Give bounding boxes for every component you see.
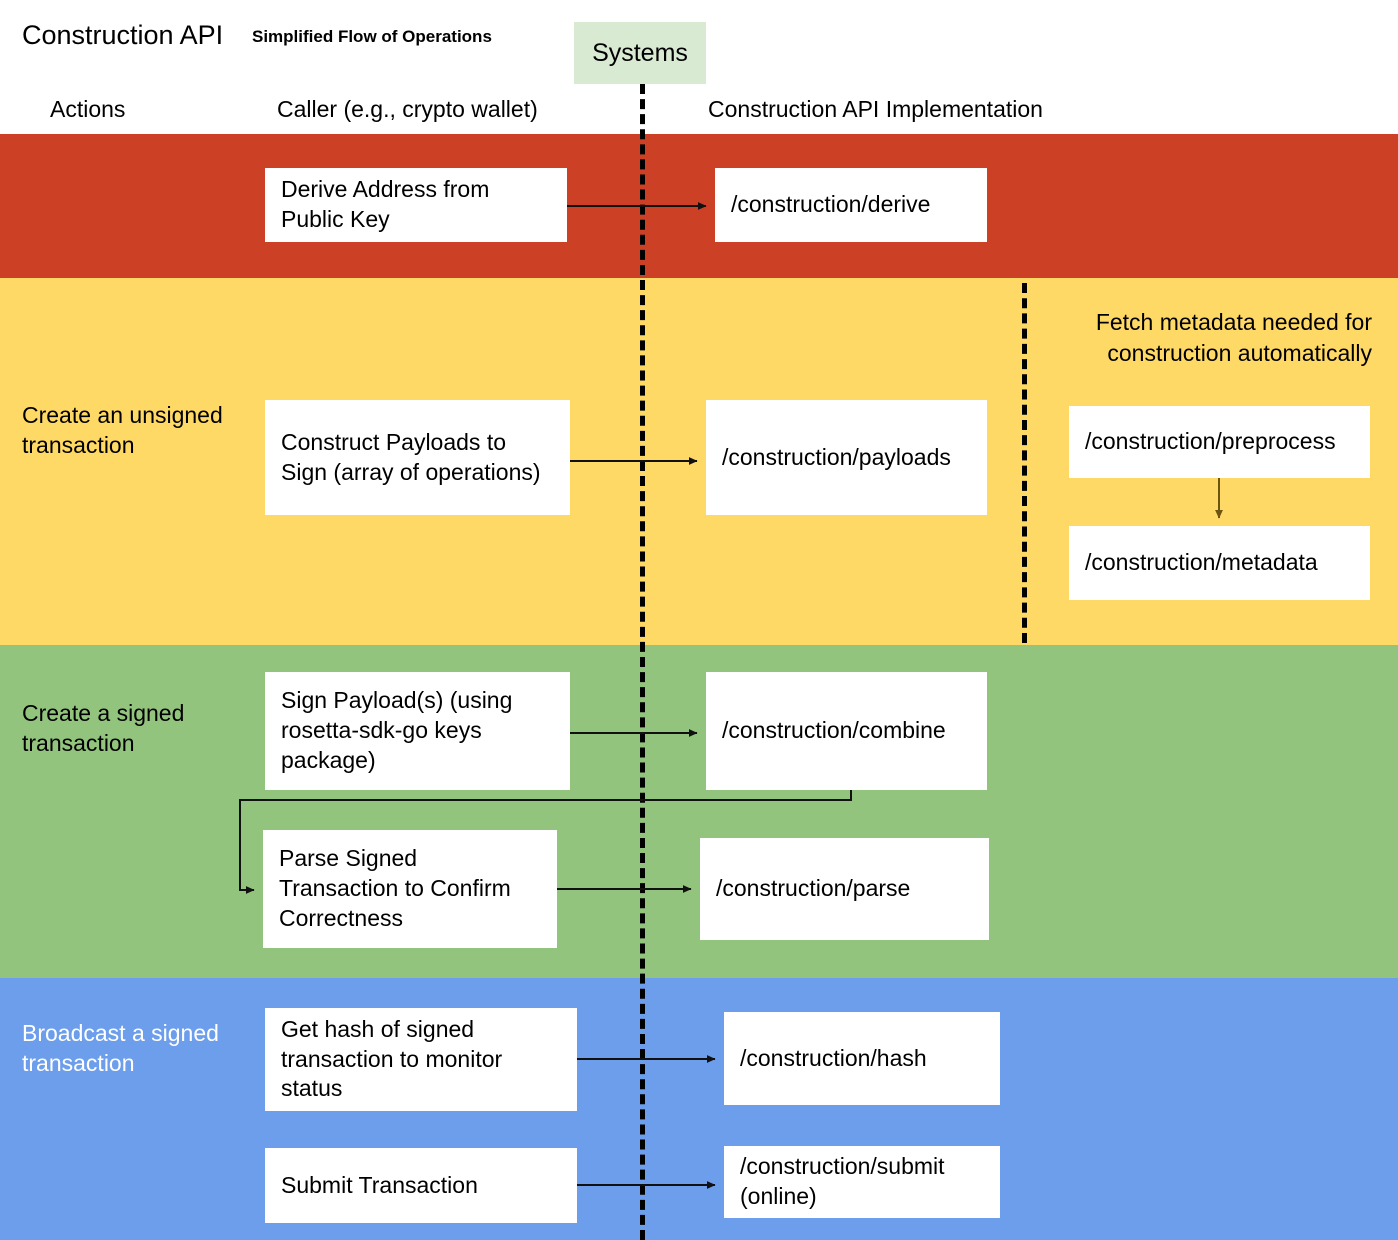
step-box-derive-address-label: Derive Address from Public Key — [281, 176, 490, 232]
column-header-implementation: Construction API Implementation — [708, 96, 1043, 122]
endpoint-box-construction-metadata[interactable]: /construction/metadata — [1069, 526, 1370, 600]
metadata-group-divider — [1022, 283, 1027, 643]
systems-badge-label: Systems — [592, 38, 688, 67]
endpoint-box-construction-submit[interactable]: /construction/submit (online) — [724, 1146, 1000, 1218]
action-label-broadcast: Broadcast a signed transaction — [22, 1020, 219, 1077]
step-box-submit-transaction-label: Submit Transaction — [281, 1171, 478, 1198]
step-box-get-hash[interactable]: Get hash of signed transaction to monito… — [265, 1008, 577, 1111]
endpoint-box-construction-hash-label: /construction/hash — [740, 1044, 927, 1071]
endpoint-box-construction-combine[interactable]: /construction/combine — [706, 672, 987, 790]
endpoint-box-construction-payloads[interactable]: /construction/payloads — [706, 400, 987, 515]
endpoint-box-construction-hash[interactable]: /construction/hash — [724, 1012, 1000, 1105]
endpoint-box-construction-metadata-label: /construction/metadata — [1085, 549, 1318, 576]
step-box-get-hash-label: Get hash of signed transaction to monito… — [281, 1015, 503, 1102]
step-box-sign-payloads-label: Sign Payload(s) (using rosetta-sdk-go ke… — [281, 687, 513, 773]
endpoint-box-construction-preprocess[interactable]: /construction/preprocess — [1069, 406, 1370, 478]
endpoint-box-construction-submit-label: /construction/submit (online) — [740, 1153, 945, 1209]
caller-system-divider — [640, 84, 645, 1240]
band-derive — [0, 134, 1398, 278]
endpoint-box-construction-derive-label: /construction/derive — [731, 191, 931, 218]
fetch-metadata-note: Fetch metadata needed for construction a… — [1095, 309, 1372, 366]
endpoint-box-construction-preprocess-label: /construction/preprocess — [1085, 428, 1336, 455]
endpoint-box-construction-derive[interactable]: /construction/derive — [715, 168, 987, 242]
endpoint-box-construction-parse-label: /construction/parse — [716, 875, 911, 902]
step-box-construct-payloads[interactable]: Construct Payloads to Sign (array of ope… — [265, 400, 570, 515]
column-header-caller: Caller (e.g., crypto wallet) — [277, 96, 538, 122]
step-box-construct-payloads-label: Construct Payloads to Sign (array of ope… — [281, 428, 541, 485]
endpoint-box-construction-combine-label: /construction/combine — [722, 717, 946, 744]
systems-badge: Systems — [574, 22, 706, 84]
step-box-parse-signed-transaction[interactable]: Parse Signed Transaction to Confirm Corr… — [263, 830, 557, 948]
step-box-derive-address[interactable]: Derive Address from Public Key — [265, 168, 567, 242]
column-header-actions: Actions — [50, 96, 126, 122]
band-broadcast — [0, 978, 1398, 1240]
page-subtitle: Simplified Flow of Operations — [252, 27, 492, 46]
endpoint-box-construction-parse[interactable]: /construction/parse — [700, 838, 989, 940]
band-signed — [0, 645, 1398, 978]
action-label-signed: Create a signed transaction — [22, 700, 185, 757]
step-box-sign-payloads[interactable]: Sign Payload(s) (using rosetta-sdk-go ke… — [265, 672, 570, 790]
step-box-parse-signed-transaction-label: Parse Signed Transaction to Confirm Corr… — [279, 845, 511, 931]
page-title: Construction API — [22, 20, 224, 50]
step-box-submit-transaction[interactable]: Submit Transaction — [265, 1148, 577, 1223]
endpoint-box-construction-payloads-label: /construction/payloads — [722, 443, 951, 470]
action-label-unsigned: Create an unsigned transaction — [22, 402, 223, 459]
